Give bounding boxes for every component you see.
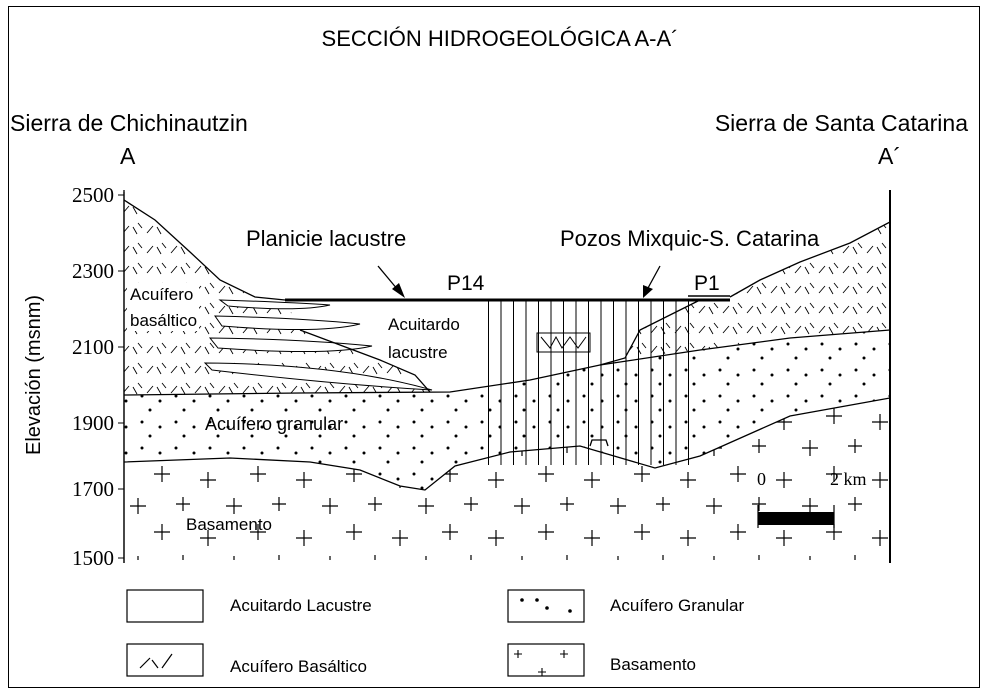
pozos-arrowhead <box>643 285 653 298</box>
figure-frame <box>8 6 980 688</box>
p1-label: P1 <box>694 272 720 295</box>
section-title: SECCIÓN HIDROGEOLÓGICA A-A´ <box>322 26 679 51</box>
lacustrine-lens-3 <box>208 337 373 353</box>
unit-labels: Acuífero basáltico Acuitardo lacustre Ac… <box>127 283 460 534</box>
y-axis: 2500 2300 2100 1900 1700 1500 Elevación … <box>23 183 125 570</box>
left-endpoint-name: Sierra de Chichinautzin <box>10 110 248 136</box>
scale-start-label: 0 <box>757 469 766 489</box>
tick-label-2300: 2300 <box>72 259 114 283</box>
lacustrine-lens-4 <box>203 362 433 391</box>
basalt-surface-left <box>123 199 286 301</box>
tick-label-2100: 2100 <box>72 335 114 359</box>
acuifero-granular-label: Acuífero granular <box>205 414 343 434</box>
right-endpoint-name: Sierra de Santa Catarina <box>715 110 968 136</box>
legend-granular-dot-1 <box>520 598 524 602</box>
basamento-unit <box>124 398 890 560</box>
legend-granular-dot-3 <box>535 598 539 602</box>
tick-label-1900: 1900 <box>72 411 114 435</box>
annotations: Planicie lacustre Pozos Mixquic-S. Catar… <box>246 226 820 298</box>
y-axis-label: Elevación (msnm) <box>23 295 45 455</box>
right-endpoint-letter: A´ <box>878 143 901 169</box>
boundary-lines <box>123 190 891 563</box>
pozos-label: Pozos Mixquic-S. Catarina <box>560 226 820 251</box>
legend-swatch-basaltico <box>126 643 204 677</box>
scale-bar-fill <box>758 512 834 525</box>
acuifero-basaltico-label-line1: Acuífero <box>130 285 193 304</box>
legend-label-lacustre: Acuitardo Lacustre <box>230 596 372 615</box>
tick-label-1700: 1700 <box>72 477 114 501</box>
legend: Acuitardo Lacustre Acuífero Granular Acu… <box>126 589 745 677</box>
lacustre-boundary-left <box>299 329 431 393</box>
pozos-arrow <box>647 265 661 289</box>
acuitardo-lacustre-label-line2: lacustre <box>388 343 448 362</box>
legend-basalt-pattern <box>139 653 173 669</box>
legend-label-basaltico: Acuífero Basáltico <box>230 657 367 676</box>
planicie-label: Planicie lacustre <box>246 226 406 251</box>
tick-label-2500: 2500 <box>72 183 114 207</box>
legend-granular-dot-2 <box>545 606 549 610</box>
legend-swatch-granular <box>507 589 585 623</box>
left-endpoint-letter: A <box>120 143 136 169</box>
scale-bar: 0 2 km <box>757 469 867 528</box>
well-step <box>589 439 609 447</box>
planicie-arrowhead <box>392 283 405 298</box>
lacustrine-lens-2 <box>214 315 361 331</box>
basalt-surface-right <box>729 221 891 298</box>
acuitardo-lacustre-label-line1: Acuitardo <box>388 315 460 334</box>
basamento-label: Basamento <box>186 515 272 534</box>
basalt-label-backdrop <box>127 283 199 331</box>
lacustrine-lens-1 <box>218 299 331 310</box>
well-symbol <box>536 332 591 353</box>
acuifero-basaltico-label-line2: basáltico <box>130 311 197 330</box>
legend-label-granular: Acuífero Granular <box>610 596 745 615</box>
legend-swatch-basamento <box>507 643 585 677</box>
planicie-arrow <box>377 265 399 291</box>
legend-granular-dot-4 <box>568 609 572 613</box>
legend-basamento-pattern <box>514 650 568 676</box>
legend-swatch-lacustre <box>126 589 204 623</box>
lacustre-boundary-right <box>599 299 701 366</box>
geology-units <box>124 200 890 560</box>
granular-base-line <box>123 397 891 491</box>
scale-end-label: 2 km <box>830 469 867 489</box>
tick-label-1500: 1500 <box>72 546 114 570</box>
basalt-base-line <box>123 329 891 396</box>
legend-label-basamento: Basamento <box>610 655 696 674</box>
p14-label: P14 <box>447 272 485 295</box>
